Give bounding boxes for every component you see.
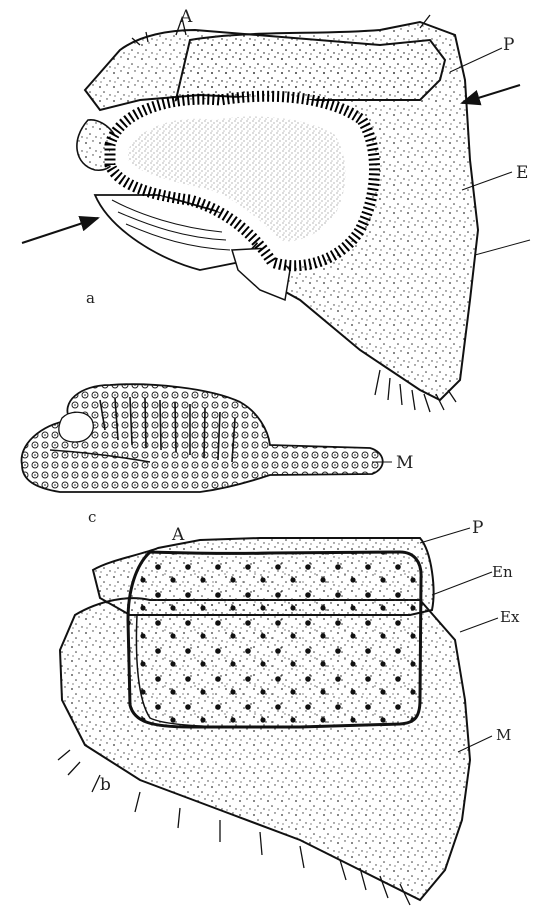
label-b-M: M [496,726,511,744]
label-panel-a: a [86,289,95,307]
label-a-A: A [179,7,193,27]
label-panel-b: b [100,775,111,795]
label-b-En: En [492,563,513,581]
label-panel-c: c [88,508,96,526]
figure-a-arrow-right [462,85,520,103]
figure-a [22,15,530,412]
figure-a-arrow-left [22,218,98,243]
label-a-E: E [516,163,528,183]
label-b-P: P [472,518,483,538]
label-b-A: A [171,525,185,545]
label-c-M: M [396,453,413,473]
figure-b-inner-plate [128,552,421,727]
label-a-P: P [503,35,514,55]
label-b-Ex: Ex [500,608,520,626]
figure-c [22,384,392,492]
figure-c-inner-lumen [59,412,93,442]
figure-b [58,528,498,905]
